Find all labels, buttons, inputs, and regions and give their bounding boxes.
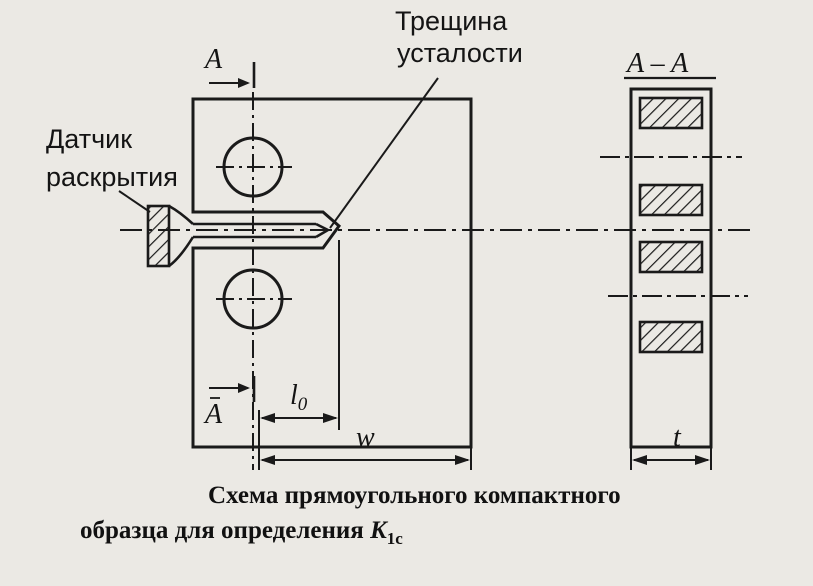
specimen-outline — [191, 97, 473, 449]
section-label-top: A — [203, 44, 223, 75]
sensor — [146, 204, 195, 268]
section-hatch-2 — [638, 183, 704, 217]
t-arrow-right — [695, 455, 710, 465]
dimension-lines — [258, 240, 472, 470]
section-outline — [629, 87, 713, 449]
specimen-body — [191, 97, 473, 449]
l0-arrow-left — [260, 413, 275, 423]
crack-label-line1: Трещина — [395, 6, 508, 36]
loading-holes — [216, 92, 292, 470]
sensor-arm-lower — [168, 236, 195, 268]
caption-line2: образца для определения K1c — [80, 517, 403, 548]
notch — [193, 222, 329, 239]
section-label-bottom: A — [203, 399, 223, 430]
section-cut-markers — [209, 62, 256, 402]
crack-leader — [329, 77, 439, 229]
cut-arrow-bottom-head — [238, 383, 250, 393]
sensor-label-line2: раскрытия — [46, 162, 178, 192]
section-view-title: A – A — [625, 48, 689, 79]
crack-label-line2: усталости — [397, 38, 523, 68]
caption-line1: Схема прямоугольного компактного — [208, 482, 621, 509]
section-hatch-4 — [638, 320, 704, 354]
t-arrow-left — [632, 455, 647, 465]
sensor-arm-upper — [168, 204, 194, 225]
w-label: w — [356, 422, 375, 453]
section-view — [600, 76, 748, 470]
sensor-block — [146, 204, 171, 268]
l0-label: l0 — [290, 380, 308, 415]
sensor-leader — [118, 190, 151, 213]
section-hatch-3 — [638, 240, 704, 274]
notch-tip-lower — [315, 228, 329, 239]
sensor-label-line1: Датчик — [46, 124, 132, 154]
w-arrow-left — [260, 455, 275, 465]
section-hatch-1 — [638, 96, 704, 130]
t-label: t — [673, 422, 682, 453]
w-arrow-right — [455, 455, 470, 465]
l0-arrow-right — [323, 413, 338, 423]
cut-arrow-top-head — [238, 78, 250, 88]
